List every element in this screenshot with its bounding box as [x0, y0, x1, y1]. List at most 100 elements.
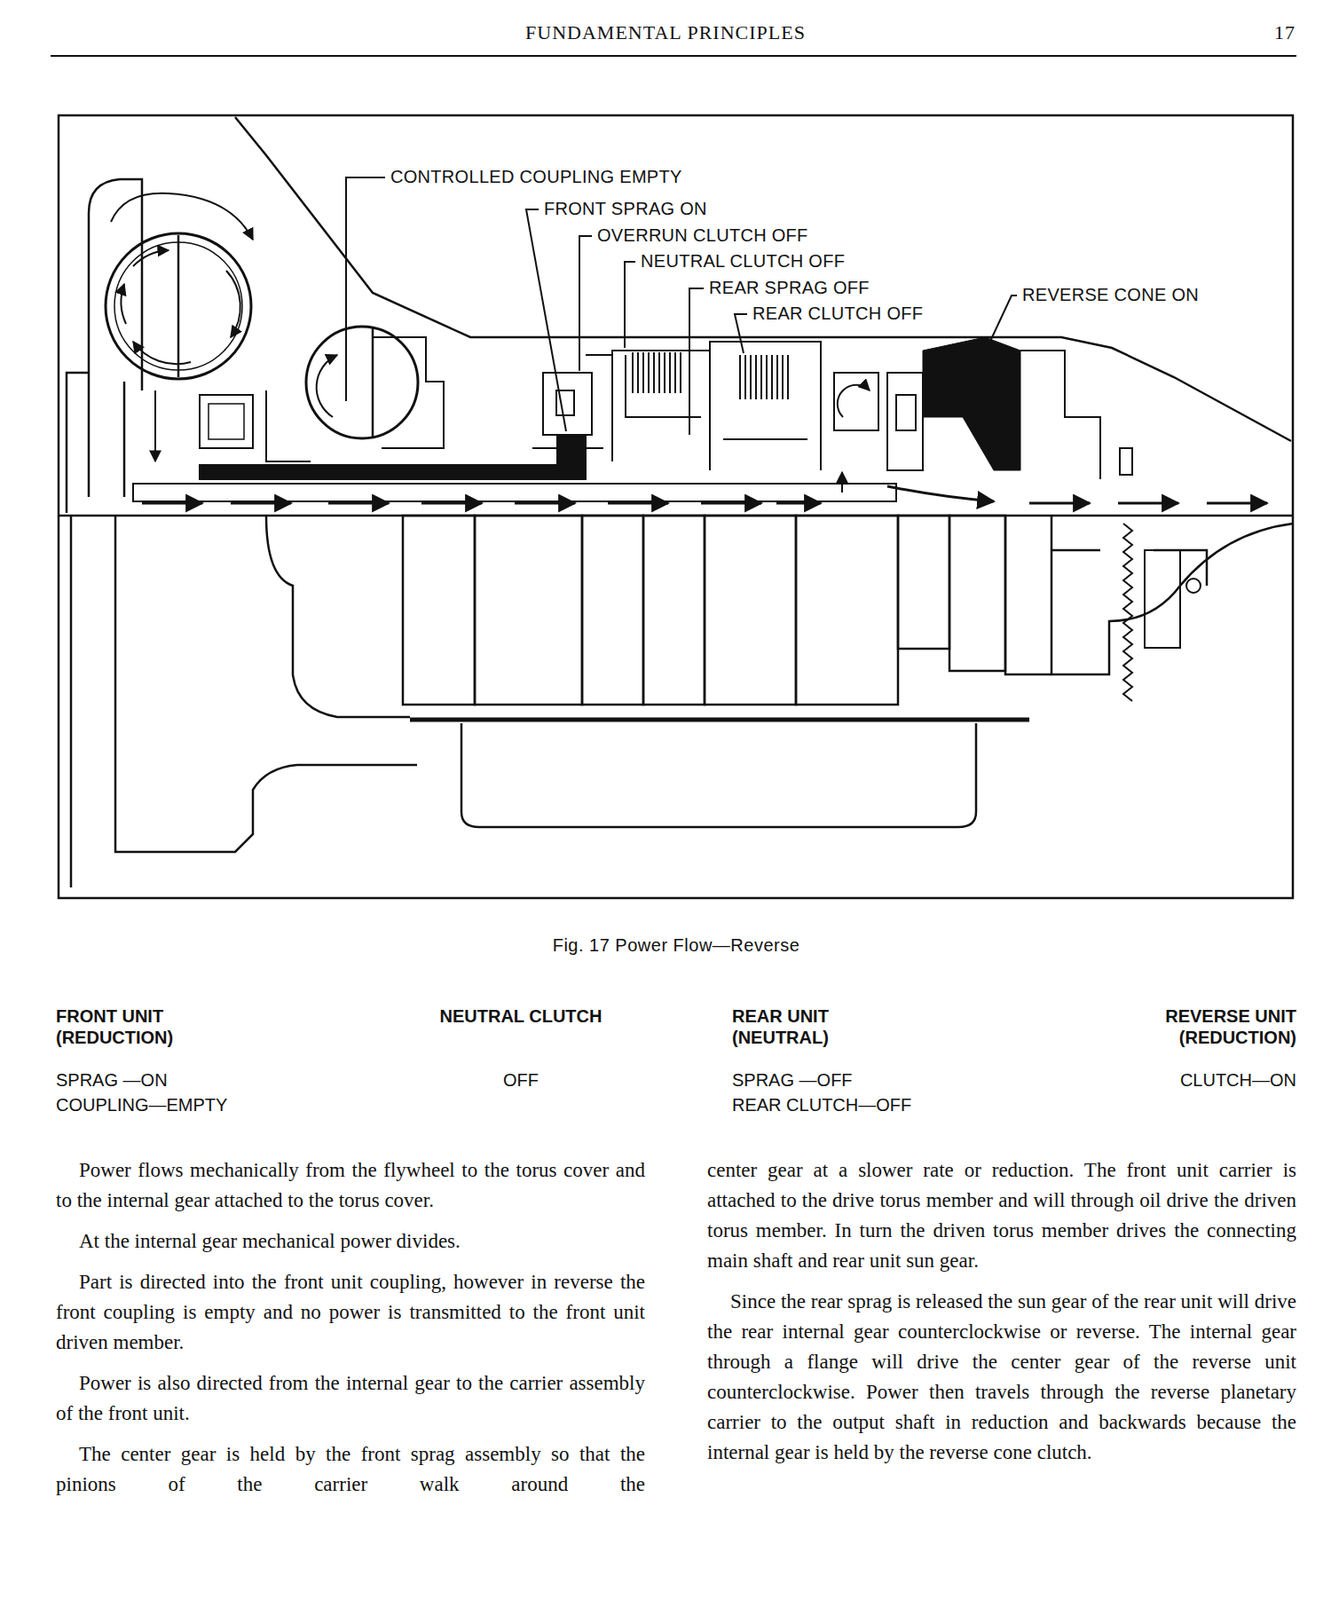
- lower-housing-part: [402, 515, 475, 705]
- power-flow-arrows: [141, 486, 1268, 504]
- front-torus-part: [208, 403, 245, 440]
- front-torus-part: [133, 250, 169, 267]
- reverse-gear-teeth-part: [1144, 550, 1181, 648]
- callout-label: REAR CLUTCH OFF: [752, 303, 923, 324]
- table-cell: COUPLING—EMPTY: [55, 1094, 228, 1116]
- header-rule-part: [50, 55, 1297, 57]
- leader-line-part: [624, 261, 636, 348]
- power-flow-arrows-part: [1029, 502, 1090, 505]
- power-flow-arrows-part: [230, 502, 292, 505]
- leader-line-part: [734, 314, 748, 354]
- table-heading: REVERSE UNIT (REDUCTION): [1138, 1005, 1297, 1048]
- leader-line-part: [346, 177, 386, 402]
- reverse-gear-teeth-part: [1123, 523, 1133, 701]
- body-paragraph: Power is also directed from the internal…: [55, 1368, 646, 1429]
- power-flow-arrows-part: [776, 502, 821, 505]
- front-torus-part: [133, 341, 191, 364]
- reverse-unit-part: [1020, 350, 1101, 480]
- rear-planetary-part: [837, 385, 870, 418]
- page-number: 17: [1274, 21, 1296, 45]
- reverse-unit-part: [896, 394, 916, 431]
- controlled-coupling-part: [306, 326, 418, 439]
- leader-line-part: [526, 209, 567, 432]
- lower-housing-part: [1005, 515, 1052, 675]
- lower-housing-part: [897, 515, 950, 649]
- page-header: FUNDAMENTAL PRINCIPLES: [0, 21, 1331, 45]
- rear-planetary: [834, 372, 879, 493]
- front-torus-part: [226, 270, 241, 338]
- front-clutches: [612, 350, 710, 462]
- front-torus: [105, 193, 253, 462]
- body-paragraph: Power flows mechanically from the flywhe…: [55, 1155, 646, 1216]
- reverse-cone: [922, 337, 1021, 471]
- table-heading: FRONT UNIT (REDUCTION): [55, 1005, 207, 1048]
- lower-housing-part: [474, 515, 583, 705]
- lower-housing-part: [949, 515, 1006, 671]
- header-rule: [50, 55, 1297, 57]
- case-outline: [66, 117, 1292, 513]
- sleeve-and-sprag: [198, 433, 587, 481]
- table-cell: SPRAG —ON: [55, 1069, 168, 1091]
- table-heading: NEUTRAL CLUTCH: [414, 1005, 628, 1027]
- controlled-coupling: [266, 326, 444, 462]
- power-flow-arrows-part: [514, 502, 575, 505]
- figure-frame-part: [58, 115, 1293, 898]
- front-torus-part: [110, 193, 253, 240]
- text-column: center gear at a slower rate or reductio…: [707, 1155, 1297, 1479]
- oil-pan-part: [461, 723, 977, 827]
- leader-line-part: [689, 288, 704, 435]
- controlled-coupling-part: [266, 390, 311, 462]
- case-outline-part: [235, 117, 1292, 442]
- lower-housing: [70, 515, 1293, 888]
- reverse-unit-part: [1119, 448, 1133, 475]
- power-flow-arrows-part: [1206, 502, 1268, 505]
- rear-clutch-part: [723, 438, 808, 441]
- body-paragraph: The center gear is held by the front spr…: [55, 1439, 646, 1500]
- lower-housing-part: [643, 515, 705, 705]
- power-flow-arrows-part: [141, 502, 203, 505]
- sleeve-and-sprag-part: [198, 464, 587, 481]
- case-outline-part: [88, 179, 142, 497]
- rear-planetary-part: [834, 372, 879, 431]
- oil-pan-part: [409, 717, 1030, 723]
- lower-housing-part: [1051, 515, 1293, 675]
- front-torus-part: [105, 233, 252, 379]
- case-outline-part: [66, 372, 89, 513]
- lower-housing-part: [795, 515, 898, 705]
- power-flow-arrows-part: [887, 486, 994, 502]
- reverse-cone-part: [922, 337, 1021, 471]
- body-paragraph: At the internal gear mechanical power di…: [55, 1226, 646, 1257]
- lower-housing-part: [582, 515, 644, 705]
- callout-label: CONTROLLED COUPLING EMPTY: [390, 166, 683, 188]
- lower-housing-part: [115, 515, 418, 852]
- lower-housing-part: [266, 515, 410, 717]
- controlled-coupling-part: [372, 337, 444, 449]
- power-flow-arrows-part: [700, 502, 762, 505]
- text-column: Power flows mechanically from the flywhe…: [55, 1155, 646, 1511]
- power-flow-arrows-part: [421, 502, 482, 505]
- table-cell: CLUTCH—ON: [1180, 1069, 1297, 1091]
- figure-caption: Fig. 17 Power Flow—Reverse: [0, 935, 1331, 956]
- body-paragraph: Part is directed into the front unit cou…: [55, 1267, 646, 1358]
- reverse-gear-teeth-part: [1186, 578, 1201, 593]
- reverse-gear-teeth: [1123, 523, 1201, 701]
- body-paragraph: Since the rear sprag is released the sun…: [707, 1286, 1297, 1468]
- sleeve-and-sprag-part: [556, 433, 587, 465]
- callout-label: REVERSE CONE ON: [1022, 284, 1199, 306]
- table-cell: OFF: [432, 1069, 610, 1091]
- callout-label: REAR SPRAG OFF: [708, 277, 870, 299]
- front-unit-part: [543, 372, 592, 435]
- table-heading: REAR UNIT (NEUTRAL): [732, 1005, 866, 1048]
- main-shaft-part: [133, 483, 897, 502]
- oil-pan: [409, 719, 1030, 827]
- callout-label: FRONT SPRAG ON: [543, 198, 708, 220]
- front-torus-part: [199, 394, 253, 449]
- front-clutches-part: [632, 352, 681, 394]
- table-cell: SPRAG —OFF: [732, 1069, 853, 1091]
- figure-frame: [58, 115, 1293, 898]
- power-flow-arrows-part: [1118, 502, 1179, 505]
- front-torus-part: [121, 283, 127, 324]
- front-clutches-part: [612, 350, 710, 462]
- callout-label: NEUTRAL CLUTCH OFF: [640, 251, 845, 272]
